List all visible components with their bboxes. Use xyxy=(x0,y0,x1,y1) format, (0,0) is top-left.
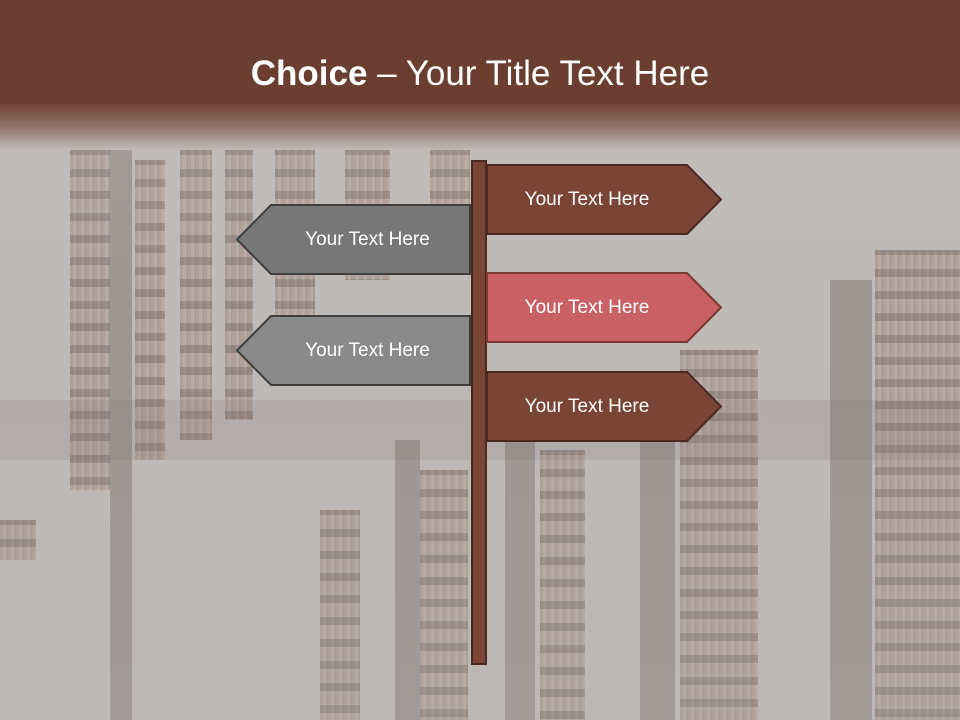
signpost-sign-right-1: Your Text Here xyxy=(486,164,723,235)
signpost-sign-right-2: Your Text Here xyxy=(486,272,723,343)
sign-label: Your Text Here xyxy=(524,296,650,318)
arrow-right-shape xyxy=(486,272,723,343)
slide-title: Choice – Your Title Text Here xyxy=(0,52,960,96)
sign-label: Your Text Here xyxy=(524,395,650,417)
title-rest-part: – Your Title Text Here xyxy=(367,54,710,93)
signpost-sign-left-1: Your Text Here xyxy=(235,204,471,275)
sign-label: Your Text Here xyxy=(524,188,650,210)
sign-label: Your Text Here xyxy=(305,339,430,361)
arrow-right-shape xyxy=(486,371,723,442)
signpost-sign-left-2: Your Text Here xyxy=(235,315,471,386)
arrow-left-shape xyxy=(235,315,471,386)
arrow-left-shape xyxy=(235,204,471,275)
title-bar xyxy=(0,0,960,150)
title-bold-part: Choice xyxy=(250,54,368,93)
signpost-sign-right-3: Your Text Here xyxy=(486,371,723,442)
arrow-right-shape xyxy=(486,164,723,235)
signpost-pole xyxy=(471,160,487,665)
sign-label: Your Text Here xyxy=(305,228,430,250)
